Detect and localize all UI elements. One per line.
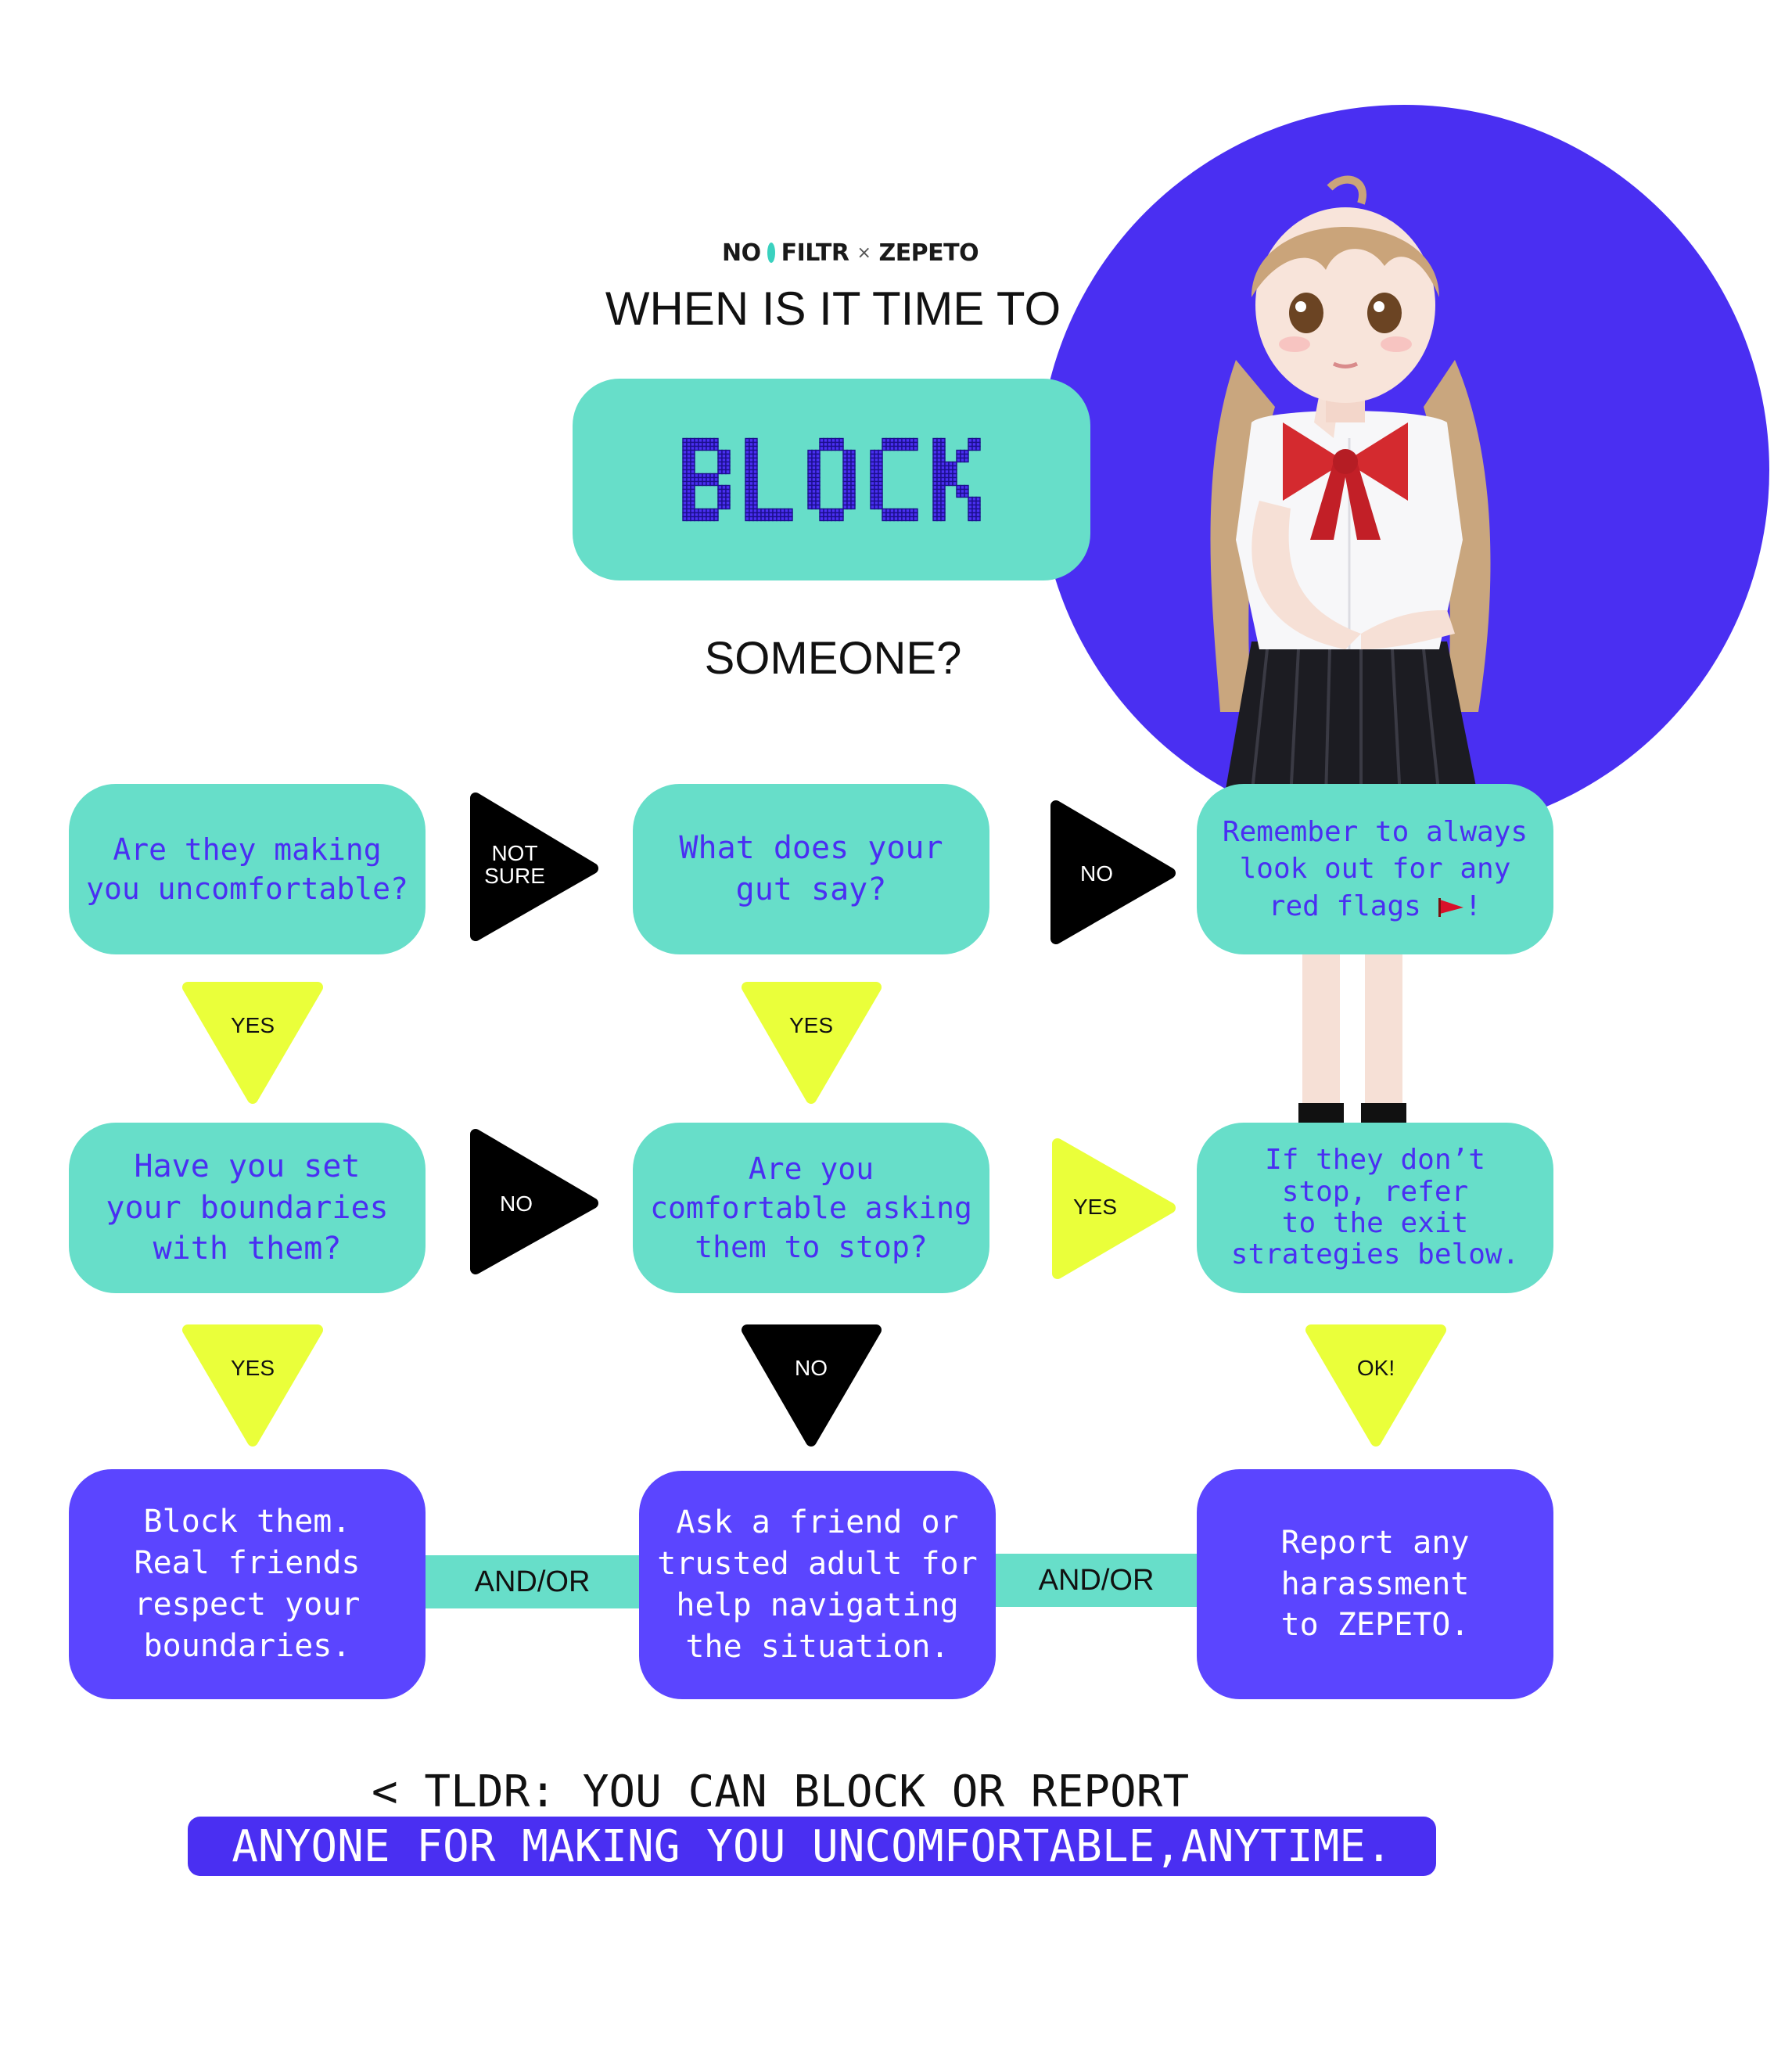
pixel-cell (788, 516, 793, 522)
pixel-cell (713, 445, 719, 451)
pixel-cell (975, 516, 981, 522)
label-no-2: NO (500, 1191, 533, 1216)
pixel-cell (964, 492, 969, 498)
result-exit-strategies: If they don’t stop, refer to the exit st… (1197, 1123, 1553, 1293)
action-block: Block them. Real friends respect your bo… (69, 1469, 426, 1699)
arrow-yes-4 (182, 1324, 323, 1447)
arrow-not-sure (470, 792, 598, 941)
pixel-cell (952, 480, 957, 487)
pixel-cell (913, 445, 918, 451)
pixel-cell (913, 516, 918, 522)
action-report: Report any harassment to ZEPETO. (1197, 1469, 1553, 1699)
arrow-yes-1 (182, 982, 323, 1104)
brand-logo: NO FILTR × ZEPETO (722, 235, 979, 271)
question-uncomfortable: Are they making you uncomfortable? (69, 784, 426, 954)
logo-ring-icon (767, 243, 775, 263)
pixel-cell (850, 504, 856, 510)
pixel-cell (815, 504, 821, 510)
title-top: WHEN IS IT TIME TO (605, 282, 1061, 335)
question-gut: What does your gut say? (633, 784, 989, 954)
label-yes-1: YES (230, 1013, 275, 1037)
label-no-1: NO (1080, 861, 1113, 886)
brand-separator: × (856, 243, 871, 263)
red-flags-text: Remember to always look out for any red … (1222, 815, 1528, 922)
question-ask-stop: Are you comfortable asking them to stop? (633, 1123, 989, 1293)
pixel-cell (964, 457, 969, 463)
arrow-ok (1305, 1324, 1446, 1447)
label-yes-3: YES (1072, 1195, 1118, 1219)
red-flags-suffix: ! (1464, 890, 1482, 922)
pixel-cell (975, 445, 981, 451)
action-ask-help: Ask a friend or trusted adult for help n… (639, 1471, 996, 1699)
pixel-cell (725, 504, 731, 510)
tldr-line-2: ANYONE FOR MAKING YOU UNCOMFORTABLE,ANYT… (188, 1817, 1436, 1876)
block-letters (682, 437, 981, 522)
pixel-cell (713, 480, 719, 487)
tldr-line-1: < TLDR: YOU CAN BLOCK OR REPORT (372, 1766, 1190, 1817)
arrow-yes-2 (742, 982, 882, 1104)
question-boundaries: Have you set your boundaries with them? (69, 1123, 426, 1293)
title-bottom: SOMEONE? (704, 633, 962, 684)
label-yes-4: YES (230, 1356, 275, 1380)
block-badge (573, 379, 1090, 580)
connector-and-or-right: AND/OR (996, 1554, 1197, 1607)
pixel-cell (940, 516, 946, 522)
pixel-cell (839, 516, 844, 522)
brand-filtr: FILTR (781, 239, 849, 267)
arrow-no-1 (1050, 800, 1176, 944)
result-red-flags: Remember to always look out for any red … (1197, 784, 1553, 954)
arrow-no-2 (470, 1129, 598, 1274)
connector-and-or-left: AND/OR (426, 1555, 639, 1608)
pixel-cell (725, 469, 731, 475)
block-word-pixel-art (682, 437, 981, 522)
pixel-cell (713, 516, 719, 522)
arrow-no-3 (742, 1324, 882, 1447)
red-flag-icon (1438, 897, 1463, 917)
label-ok: OK! (1356, 1356, 1395, 1380)
pixel-cell (839, 445, 844, 451)
label-yes-2: YES (788, 1013, 834, 1037)
arrow-yes-3 (1052, 1138, 1176, 1279)
label-not-sure: NOT SURE (484, 841, 545, 889)
label-no-3: NO (795, 1356, 828, 1380)
pixel-cell (878, 504, 883, 510)
brand-right: ZEPETO (878, 239, 979, 267)
brand-no: NO (722, 239, 761, 267)
